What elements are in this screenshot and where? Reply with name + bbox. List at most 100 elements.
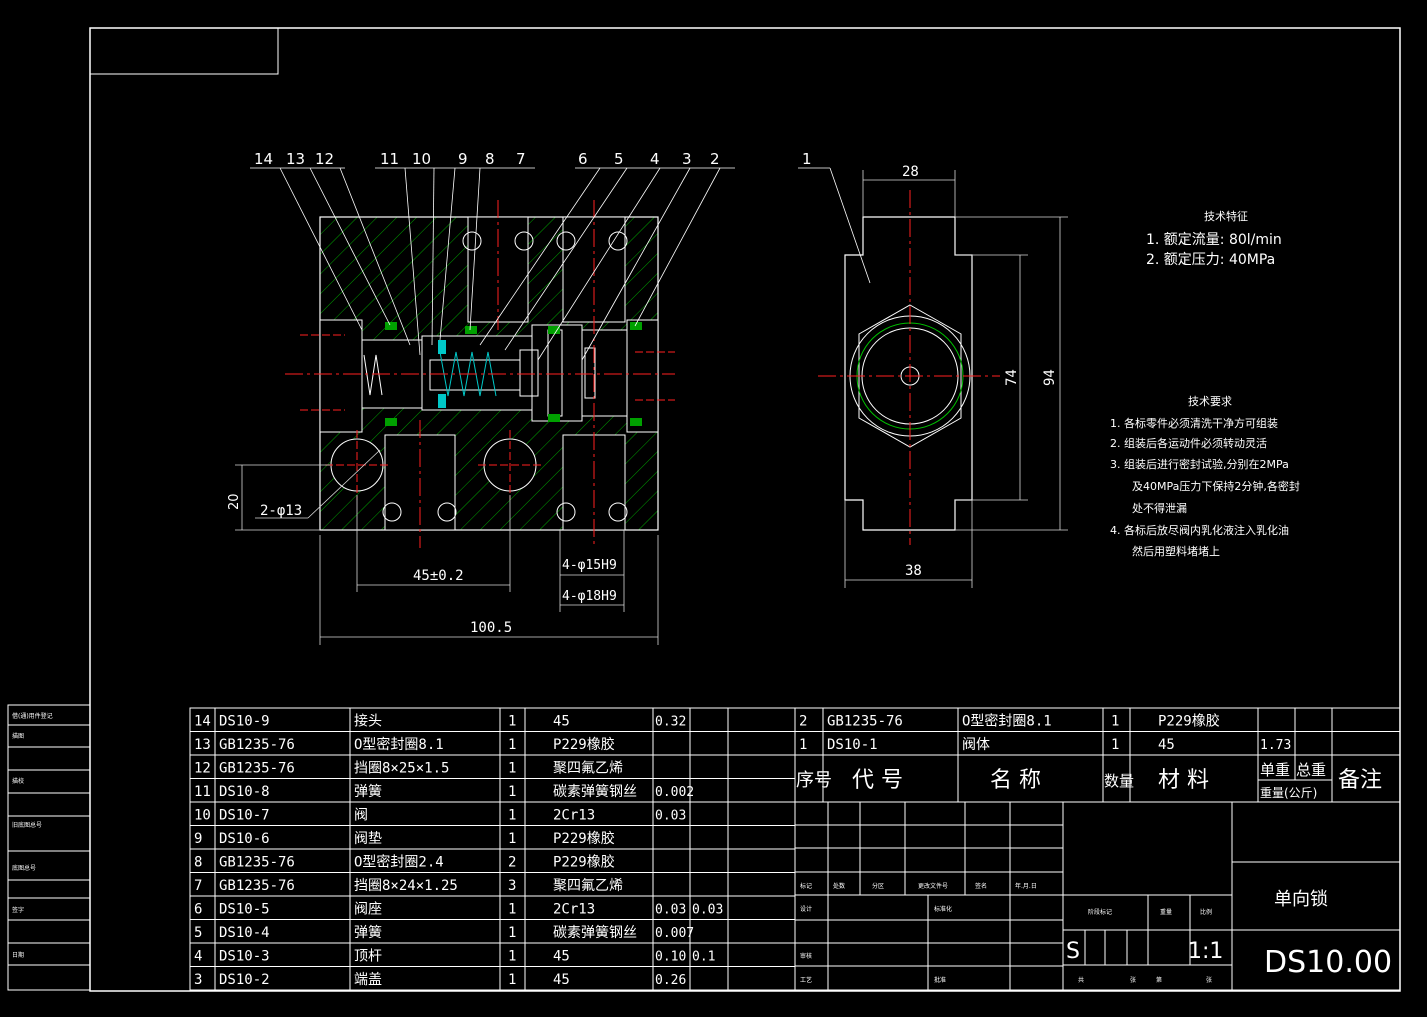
title-block bbox=[794, 801, 1401, 991]
bom-cell-material: 45 bbox=[1158, 737, 1175, 753]
bom-cell-code: GB1235-76 bbox=[219, 761, 295, 777]
bom-cell-name: 接头 bbox=[354, 713, 382, 730]
dim-width-bottom: 38 bbox=[905, 563, 922, 579]
bom-header-total-weight: 总重 bbox=[1296, 761, 1326, 779]
bom-cell-material: 2Cr13 bbox=[553, 902, 595, 918]
bom-cell-code: DS10-6 bbox=[219, 831, 270, 847]
bom-cell-total-weight: 0.1 bbox=[692, 950, 715, 965]
tb-sheet-total: 共 bbox=[1078, 976, 1084, 984]
bom-cell-material: 2Cr13 bbox=[553, 808, 595, 824]
bom-cell-material: 聚四氟乙烯 bbox=[553, 878, 623, 894]
bom-cell-qty: 1 bbox=[508, 761, 516, 777]
tb-label-stage: 阶段标记 bbox=[1088, 908, 1112, 916]
tb-sheet-num: 第 bbox=[1156, 976, 1162, 984]
bom-cell-no: 14 bbox=[194, 714, 211, 730]
side-balloon-1: 1 bbox=[802, 150, 812, 168]
bom-cell-material: P229橡胶 bbox=[553, 854, 615, 871]
bom-cell-name: O型密封圈8.1 bbox=[354, 736, 444, 753]
bom-cell-qty: 1 bbox=[508, 737, 516, 753]
bom-row bbox=[189, 966, 796, 991]
bom-row bbox=[189, 778, 796, 803]
bom-cell-code: DS10-3 bbox=[219, 949, 270, 965]
bom-cell-no: 5 bbox=[194, 925, 202, 941]
tb-drawing-no: DS10.00 bbox=[1264, 945, 1392, 980]
title-block-text: 标记 处数 分区 更改文件号 签名 年.月.日 设计 标准化 审核 工艺 批准 … bbox=[800, 882, 1392, 984]
tb-part-name: 单向锁 bbox=[1274, 889, 1328, 910]
bom-header-unit-weight: 单重 bbox=[1260, 761, 1290, 779]
balloon-numbers: 14 13 12 11 10 9 8 7 6 5 4 3 2 bbox=[254, 150, 720, 168]
tb-label-weight: 重量 bbox=[1160, 908, 1172, 916]
side-dimension-labels: 28 38 74 94 bbox=[902, 164, 1058, 579]
balloon-10: 10 bbox=[412, 150, 431, 168]
bom-cell-qty: 1 bbox=[508, 831, 516, 847]
bom-cell-name: 阀座 bbox=[354, 902, 382, 918]
tech-req-7: 然后用塑料堵堵上 bbox=[1132, 544, 1220, 558]
tech-req-3: 3. 组装后进行密封试验,分别在2MPa bbox=[1110, 457, 1289, 471]
bom-cell-no: 1 bbox=[799, 737, 807, 753]
dim-width-top: 28 bbox=[902, 164, 919, 180]
bom-cell-material: P229橡胶 bbox=[553, 736, 615, 753]
bom-row bbox=[189, 825, 796, 850]
bom-header-code: 代 号 bbox=[852, 768, 903, 793]
bom-cell-material: 45 bbox=[553, 714, 570, 730]
dim-holes: 2-φ13 bbox=[260, 503, 302, 519]
dim-hole-offset: 20 bbox=[227, 493, 242, 510]
bom-cell-no: 7 bbox=[194, 878, 202, 894]
bom-cell-no: 9 bbox=[194, 831, 202, 847]
bom-header-qty: 数量 bbox=[1104, 772, 1134, 790]
dim-bore-15: 4-φ15H9 bbox=[562, 558, 617, 573]
bom-cell-code: GB1235-76 bbox=[219, 855, 295, 871]
bom-header-name: 名 称 bbox=[990, 768, 1041, 793]
bom-cell-unit-weight: 1.73 bbox=[1260, 738, 1291, 753]
bom-cell-unit-weight: 0.32 bbox=[655, 715, 686, 730]
bom-cell-code: DS10-7 bbox=[219, 808, 270, 824]
tb-sheet-unit-2: 张 bbox=[1206, 976, 1212, 984]
bom-cell-no: 13 bbox=[194, 737, 211, 753]
side-view: 1 bbox=[798, 150, 1000, 545]
balloon-4: 4 bbox=[650, 150, 660, 168]
dim-height-inner: 74 bbox=[1004, 369, 1020, 386]
tb-label-signature: 签名 bbox=[975, 882, 987, 890]
bom-cell-material: P229橡胶 bbox=[553, 830, 615, 847]
balloon-13: 13 bbox=[286, 150, 305, 168]
bom-cell-code: GB1235-76 bbox=[219, 737, 295, 753]
bom-cell-material: 碳素弹簧钢丝 bbox=[553, 784, 637, 800]
drawing-border bbox=[89, 27, 1401, 992]
bom-cell-material: 45 bbox=[553, 949, 570, 965]
side-label-trace: 描图 bbox=[12, 732, 24, 740]
dim-overall-length: 100.5 bbox=[470, 620, 512, 636]
side-label-date: 日期 bbox=[12, 951, 24, 959]
bom-cell-code: GB1235-76 bbox=[219, 878, 295, 894]
bom-cell-no: 11 bbox=[194, 784, 211, 800]
bom-cell-qty: 1 bbox=[508, 902, 516, 918]
tech-req-4: 及40MPa压力下保持2分钟,各密封 bbox=[1132, 479, 1300, 493]
tech-req-title: 技术要求 bbox=[1188, 395, 1232, 408]
dim-bore-18: 4-φ18H9 bbox=[562, 589, 617, 604]
bom-header-material: 材 料 bbox=[1158, 768, 1209, 793]
bom-cell-unit-weight: 0.03 bbox=[655, 809, 686, 824]
bom-cell-name: 阀体 bbox=[962, 737, 990, 753]
side-label-trace-check: 描校 bbox=[12, 777, 24, 785]
tb-label-design: 设计 bbox=[800, 905, 812, 913]
bom-cell-unit-weight: 0.10 bbox=[655, 950, 686, 965]
tech-features-title: 技术特征 bbox=[1204, 209, 1248, 223]
bom-cell-qty: 3 bbox=[508, 878, 516, 894]
bom-header-weight-unit: 重量(公斤) bbox=[1260, 786, 1317, 800]
bom-cell-name: 弹簧 bbox=[354, 784, 382, 800]
bom-cell-name: 弹簧 bbox=[354, 925, 382, 941]
tb-label-change-doc: 更改文件号 bbox=[918, 882, 948, 890]
bom-cell-name: 端盖 bbox=[354, 972, 382, 988]
bom-cell-no: 12 bbox=[194, 761, 211, 777]
balloon-5: 5 bbox=[614, 150, 624, 168]
bom-cell-no: 8 bbox=[194, 855, 202, 871]
balloon-14: 14 bbox=[254, 150, 273, 168]
side-dimensions bbox=[844, 170, 1068, 588]
bom-row bbox=[794, 731, 1401, 756]
bom-cell-code: DS10-4 bbox=[219, 925, 270, 941]
bom-cell-unit-weight: 0.26 bbox=[655, 973, 686, 988]
tech-requirements: 技术要求 1. 各标零件必须清洗干净方可组装 2. 组装后各运动件必须转动灵活 … bbox=[1110, 395, 1300, 558]
bom-cell-material: P229橡胶 bbox=[1158, 713, 1220, 730]
bom-cell-code: DS10-2 bbox=[219, 972, 270, 988]
